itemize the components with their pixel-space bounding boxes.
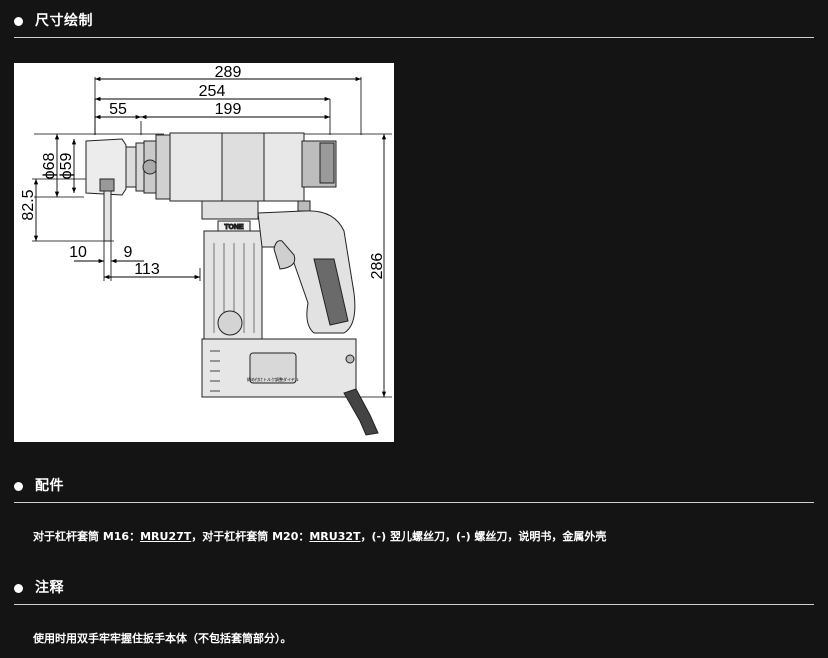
brand-plate: TONE xyxy=(224,224,244,231)
bullet-icon xyxy=(14,584,23,593)
dim-overall-length: 289 xyxy=(215,64,242,81)
accessories-text: 对于杠杆套筒 M16：MRU27T，对于杠杆套筒 M20：MRU32T，(-) … xyxy=(33,528,606,544)
dim-body-length: 254 xyxy=(199,83,226,100)
accessories-text-1: 对于杠杆套筒 M16： xyxy=(33,530,141,543)
bullet-icon xyxy=(14,482,23,491)
accessories-text-3: ，(-) 翌儿螺丝刀，(-) 螺丝刀，说明书，金属外壳 xyxy=(360,530,607,543)
trigger xyxy=(273,240,296,270)
dim-overall-height: 286 xyxy=(369,253,386,280)
dim-inner-diameter: ϕ59 xyxy=(58,153,75,180)
section-title-dimensions: 尺寸绘制 xyxy=(35,13,93,29)
mru27t-link[interactable]: MRU27T xyxy=(140,530,192,543)
dim-nose-height: 82.5 xyxy=(20,189,37,220)
dimension-lines xyxy=(33,76,387,397)
grip xyxy=(313,258,349,326)
notes-text: 使用时用双手牢牢握住扳手本体（不包括套筒部分）。 xyxy=(33,632,292,645)
section-title-accessories: 配件 xyxy=(35,478,64,494)
mru32t-link[interactable]: MRU32T xyxy=(309,530,361,543)
dimension-drawing-svg: 289 254 55 199 ϕ68 ϕ59 82.5 10 9 113 286… xyxy=(20,64,392,436)
section-header-notes: 注释 xyxy=(14,576,814,605)
section-header-accessories: 配件 xyxy=(14,474,814,503)
dim-outer-diameter: ϕ68 xyxy=(41,153,58,180)
socket xyxy=(85,138,127,196)
cable xyxy=(343,388,379,436)
bullet-icon xyxy=(14,17,23,26)
accessories-text-2: ，对于杠杆套筒 M20： xyxy=(191,530,310,543)
dim-reaction-width: 9 xyxy=(124,244,133,261)
dim-rear-length: 199 xyxy=(215,101,242,118)
torque-dial xyxy=(249,352,297,384)
dim-reaction-length: 113 xyxy=(134,261,160,278)
dim-nose-length: 55 xyxy=(109,101,127,118)
dial-label: 締め付けトルク調整ダイヤル xyxy=(247,376,299,382)
wrench-outline: TONE xyxy=(85,132,379,436)
dimension-drawing: 289 254 55 199 ϕ68 ϕ59 82.5 10 9 113 286… xyxy=(14,63,394,442)
dim-reaction-offset: 10 xyxy=(69,244,87,261)
section-header-dimensions: 尺寸绘制 xyxy=(14,9,814,38)
reaction-arm xyxy=(103,182,112,242)
section-title-notes: 注释 xyxy=(35,580,64,596)
